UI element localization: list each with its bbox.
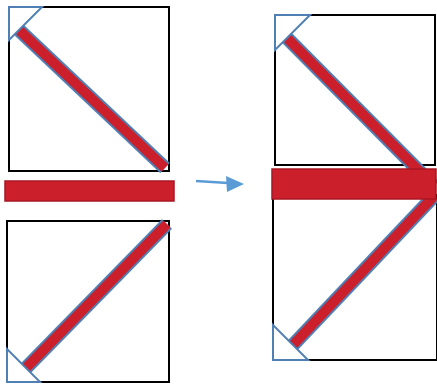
right-assembled-piece bbox=[271, 14, 437, 361]
arrow-shaft bbox=[195, 179, 229, 185]
right-horizontal-bar bbox=[271, 168, 437, 200]
left-bottom-square bbox=[6, 220, 170, 383]
left-horizontal-bar bbox=[4, 180, 175, 202]
left-top-square bbox=[8, 6, 170, 172]
right-bottom-diagonal-bar bbox=[288, 192, 437, 350]
right-bottom-corner-triangle bbox=[272, 322, 311, 361]
left-top-piece bbox=[8, 6, 170, 174]
right-top-square bbox=[274, 14, 436, 166]
arrow-icon bbox=[195, 176, 244, 192]
left-bottom-corner-triangle bbox=[6, 346, 43, 383]
right-top-diagonal-bar bbox=[281, 32, 437, 190]
right-top-corner-triangle bbox=[274, 14, 313, 53]
left-bottom-piece bbox=[6, 219, 173, 383]
left-top-diagonal-bar bbox=[15, 26, 169, 172]
left-bottom-diagonal-bar bbox=[20, 220, 171, 374]
arrow-head bbox=[226, 176, 244, 192]
left-top-corner-triangle bbox=[8, 6, 45, 43]
